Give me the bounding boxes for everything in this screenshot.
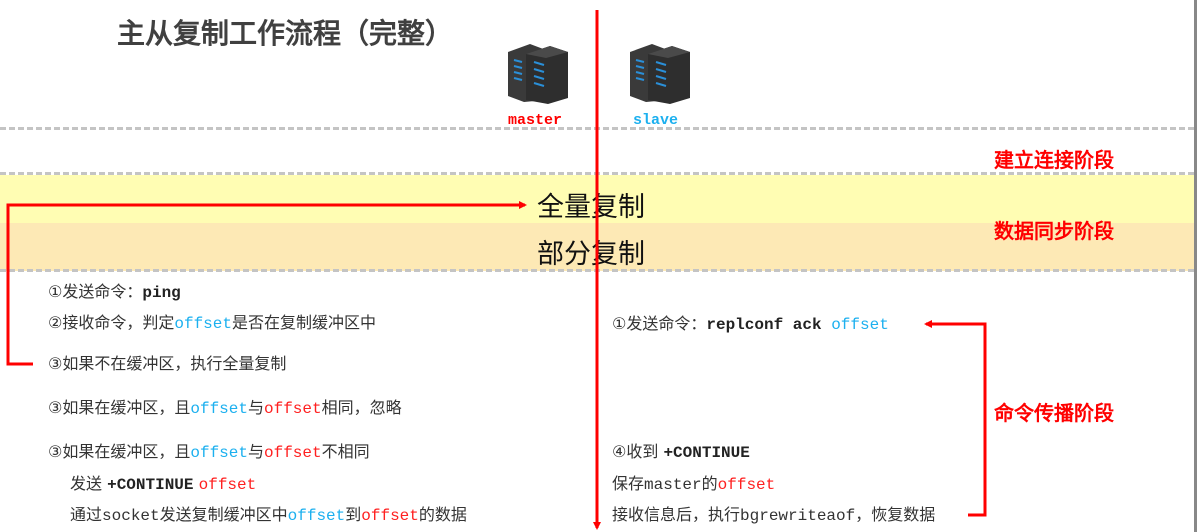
step-text: ③如果在缓冲区，且 [48, 442, 191, 461]
code-token: offset [361, 507, 419, 525]
partial-copy-label: 部分复制 [537, 239, 645, 270]
step-text: 保存 [612, 474, 645, 493]
step-text: 与 [247, 398, 264, 417]
step-line: 通过socket发送复制缓冲区中offset到offset的数据 [70, 505, 467, 526]
code-token: offset [717, 476, 776, 494]
step-line: ①发送命令：ping [48, 282, 181, 303]
step-text: ②接收命令，判定 [48, 313, 175, 332]
step-line: 接收信息后，执行bgrewriteaof，恢复数据 [612, 505, 935, 526]
page-title: 主从复制工作流程（完整） [117, 17, 454, 50]
stage-sync-label: 数据同步阶段 [994, 219, 1114, 243]
step-text: 的 [701, 474, 718, 493]
code-token: +CONTINUE [107, 476, 194, 494]
step-line: 发送 +CONTINUE offset [70, 474, 256, 495]
step-text: 发送复制缓冲区中 [159, 505, 288, 524]
step-text: 通过 [70, 505, 103, 524]
master-label: master [508, 112, 563, 129]
step-text: 与 [247, 442, 264, 461]
code-token: offset [831, 316, 889, 334]
step-line: ①发送命令：replconf ack offset [612, 314, 889, 335]
right-edge-border [1194, 0, 1197, 532]
code-token: bgrewriteaof [740, 507, 856, 525]
ack-feedback-arrow [924, 320, 987, 517]
code-token: offset [263, 400, 322, 418]
code-token: offset [174, 315, 232, 333]
full-copy-arrow [6, 201, 527, 366]
code-token: replconf ack [706, 316, 832, 334]
step-text: 是否在复制缓冲区中 [231, 313, 376, 332]
code-token: +CONTINUE [663, 444, 750, 462]
stage-connect-label: 建立连接阶段 [994, 148, 1114, 172]
code-token: offset [190, 400, 248, 418]
step-line: ④收到 +CONTINUE [612, 442, 750, 463]
step-line: ②接收命令，判定offset是否在复制缓冲区中 [48, 313, 376, 334]
step-text: 发送 [70, 474, 108, 493]
code-token: offset [287, 507, 346, 525]
full-copy-label: 全量复制 [537, 192, 645, 223]
step-text: 相同，忽略 [321, 398, 402, 417]
step-text: 的数据 [418, 505, 467, 524]
master-server-icon [508, 44, 568, 104]
step-text: ④收到 [612, 442, 664, 461]
step-text: ①发送命令： [48, 282, 143, 301]
step-text: 到 [345, 505, 362, 524]
slave-label: slave [633, 112, 679, 129]
step-line: ③如果不在缓冲区，执行全量复制 [48, 354, 286, 374]
step-line: ③如果在缓冲区，且offset与offset相同，忽略 [48, 398, 402, 419]
code-token: master [644, 476, 702, 494]
step-text: ③如果在缓冲区，且 [48, 398, 191, 417]
code-token: ping [142, 284, 181, 302]
code-token: offset [263, 444, 322, 462]
code-token: offset [190, 444, 248, 462]
step-line: ③如果在缓冲区，且offset与offset不相同 [48, 442, 370, 463]
step-text: 接收信息后，执行 [612, 505, 741, 524]
stage-propagate-label: 命令传播阶段 [994, 401, 1114, 425]
code-token: offset [198, 476, 257, 494]
step-line: 保存master的offset [612, 474, 775, 495]
step-text: ，恢复数据 [855, 505, 936, 524]
step-text: ③如果不在缓冲区，执行全量复制 [48, 354, 287, 373]
step-text: ①发送命令： [612, 314, 707, 333]
step-text: 不相同 [321, 442, 370, 461]
code-token: socket [102, 507, 160, 525]
